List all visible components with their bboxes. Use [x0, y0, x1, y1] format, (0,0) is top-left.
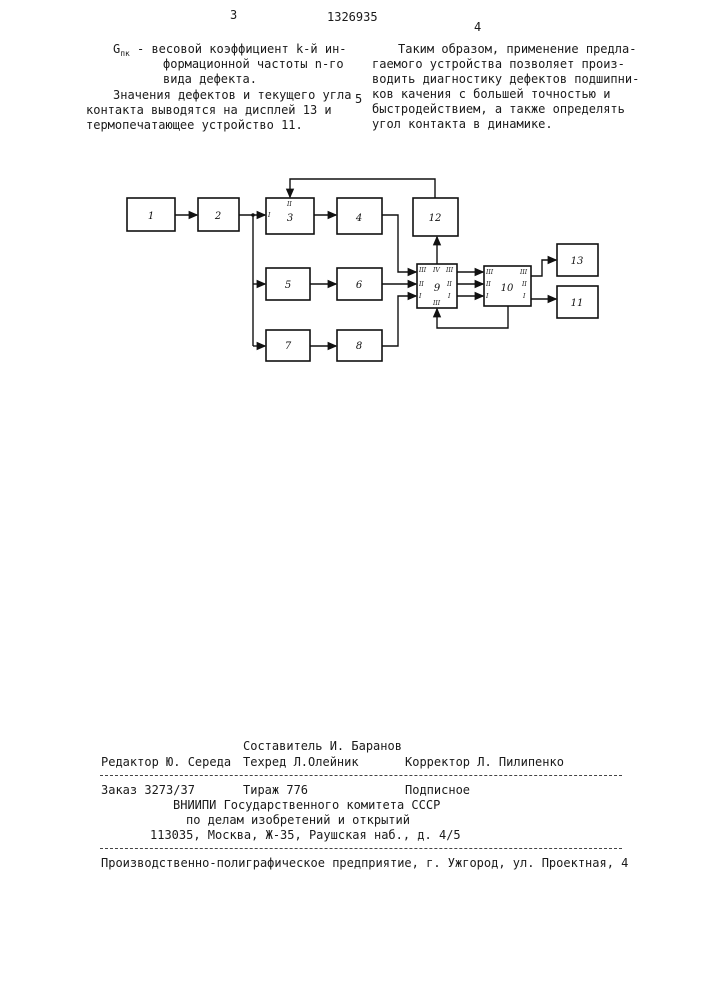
subscription-line: Подписное — [405, 783, 470, 798]
port-10-out-2: II — [521, 281, 527, 288]
junction-2 — [251, 213, 255, 217]
compiler-line: Составитель И. Баранов — [243, 739, 402, 754]
port-9-in-3: III — [418, 267, 427, 274]
block-8-label: 8 — [356, 341, 362, 352]
port-3-in-2: II — [286, 201, 292, 208]
footer-divider-2 — [100, 848, 622, 849]
block-2-label: 2 — [214, 211, 221, 222]
block-13-label: 13 — [571, 256, 584, 267]
corrector-line: Корректор Л. Пилипенко — [405, 755, 564, 770]
port-10-in-3: III — [485, 269, 494, 276]
block-9-label: 9 — [434, 283, 441, 294]
port-9-out-3: III — [445, 267, 454, 274]
org-line-1: ВНИИПИ Государственного комитета СССР — [173, 798, 440, 813]
port-9-bottom: III — [432, 300, 441, 307]
port-10-in-2: II — [485, 281, 491, 288]
port-9-in-2: II — [418, 281, 424, 288]
block-7-label: 7 — [285, 341, 292, 352]
block-4-label: 4 — [355, 213, 362, 224]
footer-divider-1 — [100, 775, 622, 776]
port-9-top: IV — [432, 267, 440, 274]
link-10-13 — [531, 260, 556, 276]
printer-line: Производственно-полиграфическое предприя… — [101, 856, 628, 871]
editor-line: Редактор Ю. Середа — [101, 755, 231, 770]
block-1-label: 1 — [148, 211, 154, 222]
org-address: 113035, Москва, Ж-35, Раушская наб., д. … — [150, 828, 461, 843]
block-12-label: 12 — [429, 213, 442, 224]
block-3-label: 3 — [287, 213, 293, 224]
link-12-3 — [290, 179, 435, 198]
block-10-label: 10 — [501, 283, 514, 294]
block-5-label: 5 — [285, 280, 291, 291]
block-11-label: 11 — [571, 298, 584, 309]
circulation-line: Тираж 776 — [243, 783, 308, 798]
link-8-9 — [382, 296, 416, 346]
order-line: Заказ 3273/37 — [101, 783, 195, 798]
link-10-9-feedback — [437, 306, 508, 328]
port-9-out-2: II — [446, 281, 452, 288]
techred-line: Техред Л.Олейник — [243, 755, 359, 770]
port-10-out-3: III — [519, 269, 528, 276]
org-line-2: по делам изобретений и открытий — [186, 813, 410, 828]
block-6-label: 6 — [356, 280, 363, 291]
link-4-9 — [382, 215, 416, 272]
block-diagram: 1 2 3 4 5 6 7 8 9 10 11 12 13 II I III I… — [0, 0, 707, 400]
